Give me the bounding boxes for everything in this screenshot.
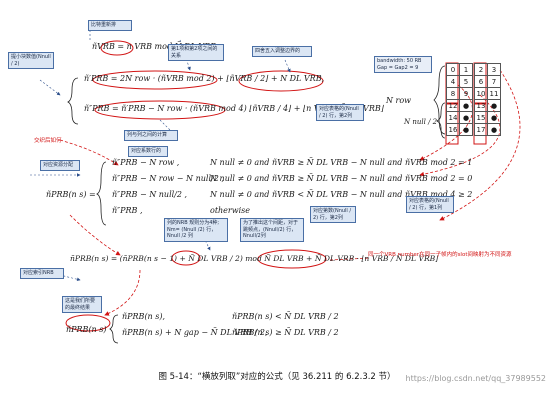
final-case-2-condition: ñPRB(n s) ≥ Ñ DL VRB / 2 [232, 328, 339, 337]
bandwidth-box: bandwidth: 50 RB Gap = Gap2 = 9 [374, 56, 432, 73]
dashed-arrow [69, 214, 121, 256]
note-final-result: 这是我们所要的最终结果 [62, 296, 102, 313]
note-nrb-rule: 列的NRB 规则分为4种; Nm= (Nnull /2) 行，Nnull /2 … [164, 218, 228, 242]
highlight-ellipse [92, 70, 218, 90]
dashed-connector [159, 119, 171, 131]
note-column-calc: 列与列之间的计算 [124, 130, 178, 141]
note-table-row-col1: 对应表格的(Nnull / 2) 行，第1列 [406, 196, 454, 213]
case-2-condition: N null ≠ 0 and ñVRB ≥ Ñ DL VRB − N null … [210, 174, 473, 183]
brace [436, 102, 446, 139]
case-4-value: ñ″PRB , [112, 206, 143, 215]
note-coefficient-row: 对应系数行的 [128, 146, 168, 157]
equation-prb-prime: ñ′PRB = 2N row · (ñVRB mod 2) + ⌊ñVRB / … [84, 74, 325, 83]
nrow-label: N row [386, 96, 412, 105]
dashed-connector [39, 79, 61, 96]
dashed-arrow [59, 139, 119, 166]
highlight-ellipse [171, 250, 201, 266]
case-3-condition: N null ≠ 0 and ñVRB < Ñ DL VRB − N null … [210, 190, 473, 199]
highlight-ellipse [238, 70, 324, 92]
equation-prb-double-prime: ñ″PRB = ñ′PRB − N row · (ñVRB mod 4) ⌊ñV… [84, 104, 384, 113]
case-2-value: ñ″PRB − N row − N null/2 , [112, 174, 224, 183]
note-row-col2: 对应第数(Nnull / 2) 行，第2列 [310, 206, 356, 223]
brace [109, 314, 119, 344]
note-skip-gap: 为了推出这个间距，对于跳频点，(Nnull/2) 行，Nnull/2列 [240, 218, 304, 242]
brace [433, 65, 446, 135]
final-case-1-value: ñPRB(n s), [122, 312, 166, 321]
note-vrb-index: 对应索引NRB [20, 268, 64, 279]
red-note-interleave: 交织后如何 [34, 138, 62, 144]
brace [67, 77, 79, 125]
equation-vrb-mod: ñVRB = n VRB mod Ñ DL VRB [92, 42, 217, 51]
note-bit-rearrange: 比特重新排 [88, 20, 132, 31]
dashed-arrow [329, 257, 371, 261]
dashed-arrow [439, 69, 521, 221]
case-1-value: ñ″PRB − N row , [112, 158, 180, 167]
final-case-1-condition: ñPRB(n s) < Ñ DL VRB / 2 [232, 312, 339, 321]
highlight-ellipse [100, 40, 134, 56]
highlight-ellipse [94, 100, 226, 120]
nnull-label: N null / 2 [404, 118, 438, 126]
red-note-slot-map: 同一个VRB number在同一子帧内的slot间映射为不同资源 [368, 252, 512, 258]
note-term-relation: 第1项和第2项之间的关系 [168, 44, 224, 61]
note-table-row-col2: 对应表格的(Nnull / 2) 行，第2列 [316, 104, 364, 121]
highlight-ellipse [65, 314, 111, 332]
figure-caption: 图 5-14：“横放列取”对应的公式（见 36.211 的 6.2.3.2 节） [158, 372, 396, 382]
note-resource-alloc: 对应资源分配 [40, 160, 80, 171]
equation-prb-slot: ñPRB(n s) = (ñPRB(n s − 1) + Ñ DL VRB / … [70, 254, 439, 263]
case-3-value: ñ″PRB − N null/2 , [112, 190, 188, 199]
note-rounding: 四舍五入调整边界的 [252, 46, 312, 57]
dashed-arrow [104, 269, 141, 316]
highlight-ellipse [257, 249, 327, 269]
brace [96, 161, 107, 226]
note-small-block: 提小块数值(Nnull / 2) [8, 52, 54, 69]
watermark: https://blog.csdn.net/qq_37989552 [405, 374, 546, 383]
equation-lhs-ns: ñPRB(n s) = [46, 190, 96, 199]
case-1-condition: N null ≠ 0 and ñVRB ≥ Ñ DL VRB − N null … [210, 158, 473, 167]
case-4-condition: otherwise [210, 206, 250, 215]
final-case-2-value: ñPRB(n s) + N gap − Ñ DL VRB / 2, [122, 328, 268, 337]
equation-final-lhs: ñPRB(n s) [66, 325, 107, 334]
dashed-connector [284, 59, 291, 73]
